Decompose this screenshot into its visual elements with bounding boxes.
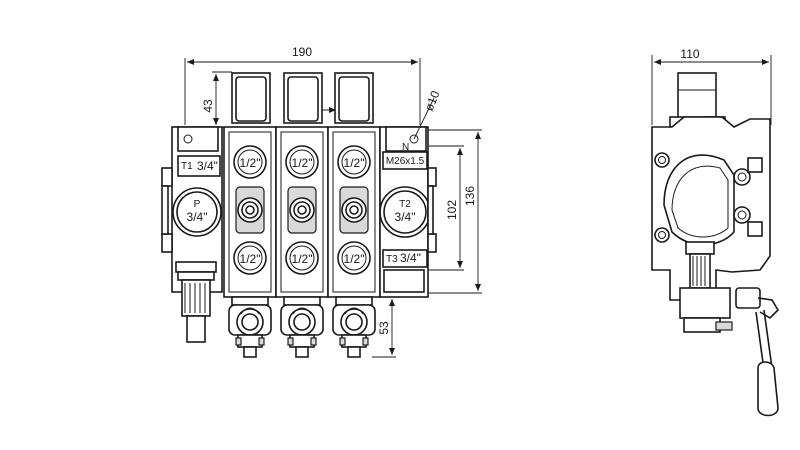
port-t2-size: 3/4" — [395, 210, 416, 224]
work-port-a2-size: 1/2" — [292, 156, 313, 170]
work-section-2: 1/2" 1/2" — [275, 126, 329, 298]
port-t3-size: 3/4" — [400, 251, 421, 265]
work-port-b2-size: 1/2" — [292, 252, 313, 266]
dim-side-width-label: 110 — [680, 47, 699, 61]
work-section-3: 1/2" 1/2" — [327, 126, 381, 298]
dim-mount-hole-label: ø10 — [422, 88, 443, 113]
port-n-label: N — [402, 142, 409, 153]
lever-mechanism-2 — [280, 296, 324, 358]
port-t1-size: 3/4" — [197, 159, 218, 173]
dim-spool-cap-height-label: 43 — [201, 99, 215, 113]
outlet-section: N M26x1.5 T2 3/4" T3 3/4" — [379, 126, 437, 298]
work-port-a3-size: 1/2" — [344, 156, 365, 170]
inlet-section: T1 3/4" P 3/4" — [161, 126, 223, 343]
port-t2-label: T2 — [399, 199, 411, 210]
dim-overall-width: 190 — [184, 45, 421, 125]
spool-cap-2 — [283, 72, 323, 124]
port-n-thread: M26x1.5 — [386, 156, 425, 167]
work-port-b1-size: 1/2" — [240, 252, 261, 266]
lever-mechanism-1 — [228, 296, 272, 358]
dim-spool-cap-height: 43 — [201, 71, 232, 128]
dim-overall-width-label: 190 — [292, 45, 312, 59]
port-t1-label: T1 — [181, 161, 193, 172]
dim-overall-height-label: 136 — [463, 186, 477, 206]
dim-side-width: 110 — [651, 47, 772, 125]
dim-overall-height: 136 — [428, 129, 482, 294]
spool-cap-1 — [231, 72, 271, 124]
port-p-size: 3/4" — [187, 210, 208, 224]
spool-cap-3 — [334, 72, 374, 124]
lever-mechanism-3 — [332, 296, 376, 358]
dim-lever-height: 53 — [372, 296, 396, 358]
work-port-b3-size: 1/2" — [344, 252, 365, 266]
work-port-a1-size: 1/2" — [240, 156, 261, 170]
work-section-1: 1/2" 1/2" — [223, 126, 277, 298]
dim-lever-height-label: 53 — [377, 321, 391, 335]
front-view: 190 43 43 — [161, 45, 482, 358]
dim-port-height-label: 102 — [445, 200, 459, 220]
dim-port-height: 102 — [428, 145, 464, 271]
port-p-label: P — [194, 199, 201, 210]
side-view: 110 — [651, 47, 780, 417]
port-t3-label: T3 — [386, 254, 398, 265]
